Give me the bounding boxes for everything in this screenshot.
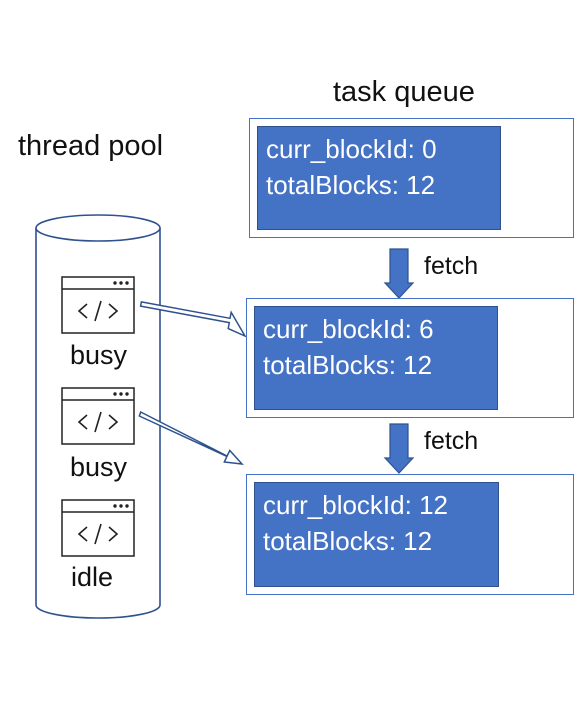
thread-status-label: busy: [70, 340, 128, 370]
task-block: curr_blockId: 12 totalBlocks: 12: [254, 482, 499, 587]
fetch-arrow-1: [383, 248, 415, 299]
task-curr-blockid: curr_blockId: 12: [263, 490, 448, 520]
task-curr-blockid: curr_blockId: 0: [266, 134, 437, 164]
task-queue-title: task queue: [333, 76, 475, 108]
fetch-label: fetch: [424, 252, 479, 280]
task-total-blocks: totalBlocks: 12: [263, 350, 433, 380]
task-curr-blockid: curr_blockId: 6: [263, 314, 434, 344]
thread-to-task-arrow-1: [139, 301, 247, 338]
thread-to-task-arrow-2: [138, 410, 244, 465]
fetch-arrow-2: [383, 423, 415, 474]
task-total-blocks: totalBlocks: 12: [266, 170, 436, 200]
task-total-blocks: totalBlocks: 12: [263, 526, 433, 556]
thread-status-label: idle: [71, 562, 114, 592]
code-window-icon: [61, 276, 135, 334]
task-block: curr_blockId: 6 totalBlocks: 12: [254, 306, 498, 410]
code-window-icon: [61, 387, 135, 445]
task-block: curr_blockId: 0 totalBlocks: 12: [257, 126, 501, 230]
fetch-label: fetch: [424, 427, 479, 455]
thread-pool-title: thread pool: [18, 130, 164, 162]
thread-status-label: busy: [70, 452, 128, 482]
code-window-icon: [61, 499, 135, 557]
